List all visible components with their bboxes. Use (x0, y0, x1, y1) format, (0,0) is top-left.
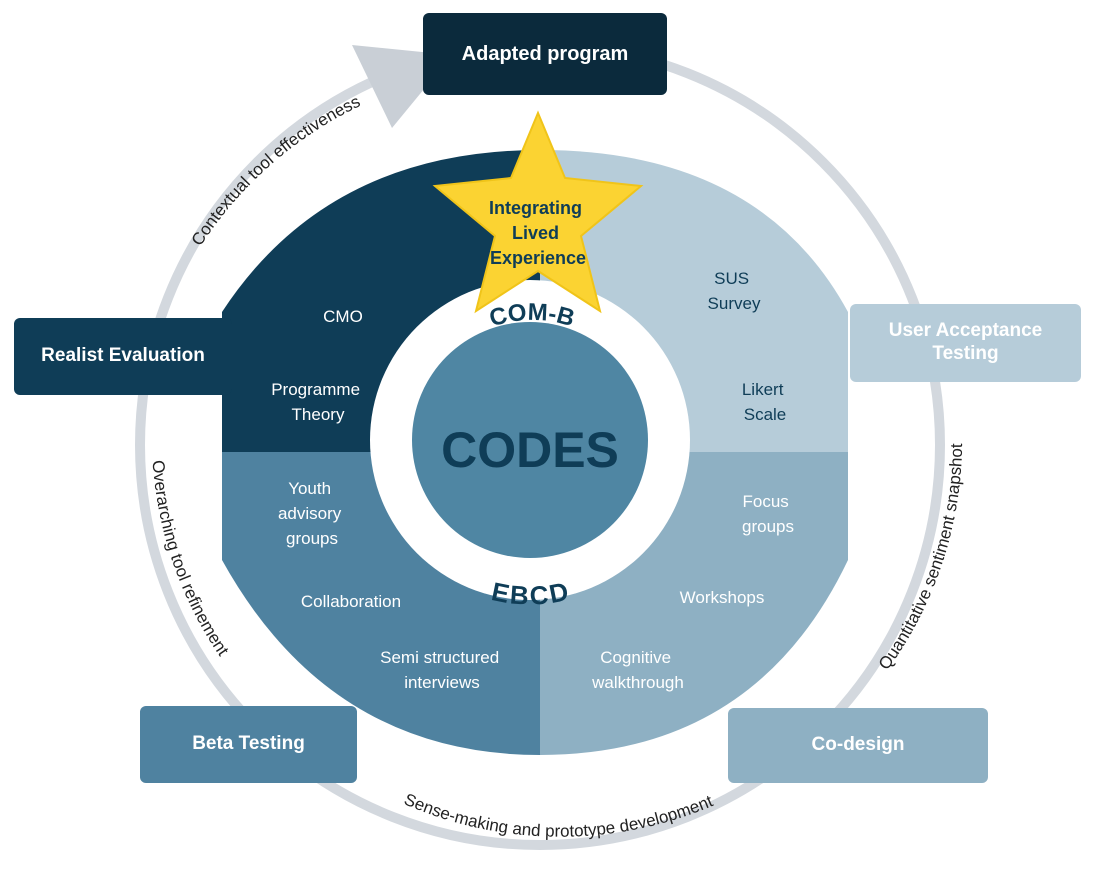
item-cognitive-walkthrough: Cognitive walkthrough (591, 648, 684, 692)
item-youth-line-3: groups (286, 529, 338, 548)
lived-experience-star (432, 110, 644, 314)
item-focus-line-1: Focus (742, 492, 788, 511)
item-cmo: CMO (323, 307, 363, 326)
stage-co-design-label: Co-design (811, 734, 905, 756)
stage-realist-evaluation: Realist Evaluation (14, 318, 232, 395)
item-collaboration: Collaboration (301, 592, 401, 611)
item-youth-line-1: Youth (288, 479, 331, 498)
center-circle (412, 322, 648, 558)
item-likert-scale: Likert Scale (742, 380, 788, 424)
stage-adapted-program: Adapted program (423, 13, 667, 95)
item-programme-line-2: Theory (292, 405, 345, 424)
item-cognitive-line-1: Cognitive (600, 648, 671, 667)
star-line-1: Integrating (489, 198, 582, 218)
stage-adapted-program-label: Adapted program (461, 43, 629, 65)
item-sus-line-1: SUS (714, 269, 749, 288)
item-likert-line-1: Likert (742, 380, 784, 399)
item-focus-line-2: groups (742, 517, 794, 536)
item-workshops: Workshops (680, 588, 765, 607)
item-youth-line-2: advisory (278, 504, 342, 523)
item-programme-theory: Programme Theory (271, 380, 365, 424)
center-title: CODES (441, 422, 619, 478)
item-programme-line-1: Programme (271, 380, 360, 399)
item-semi-line-2: interviews (404, 673, 480, 692)
star-line-3: Experience (490, 248, 586, 268)
item-cognitive-line-2: walkthrough (591, 673, 684, 692)
star-label: Integrating Lived Experience (489, 198, 587, 268)
item-likert-line-2: Scale (744, 405, 787, 424)
stage-user-acceptance-testing: User Acceptance Testing (850, 304, 1081, 382)
stage-realist-evaluation-label: Realist Evaluation (41, 345, 205, 367)
stage-user-acceptance-testing-label: User Acceptance Testing (888, 320, 1043, 364)
item-collab-line: Collaboration (301, 592, 401, 611)
item-semi-line-1: Semi structured (380, 648, 499, 667)
item-sus-line-2: Survey (708, 294, 761, 313)
item-workshops-line: Workshops (680, 588, 765, 607)
item-sus-survey: SUS Survey (708, 269, 761, 313)
stage-beta-testing-label: Beta Testing (192, 733, 305, 755)
stage-co-design: Co-design (728, 708, 988, 783)
item-cmo-line: CMO (323, 307, 363, 326)
item-focus-groups: Focus groups (742, 492, 794, 536)
star-line-2: Lived (512, 223, 559, 243)
stage-beta-testing: Beta Testing (140, 706, 357, 783)
item-semi-structured-interviews: Semi structured interviews (380, 648, 504, 692)
item-youth-advisory-groups: Youth advisory groups (278, 479, 346, 548)
